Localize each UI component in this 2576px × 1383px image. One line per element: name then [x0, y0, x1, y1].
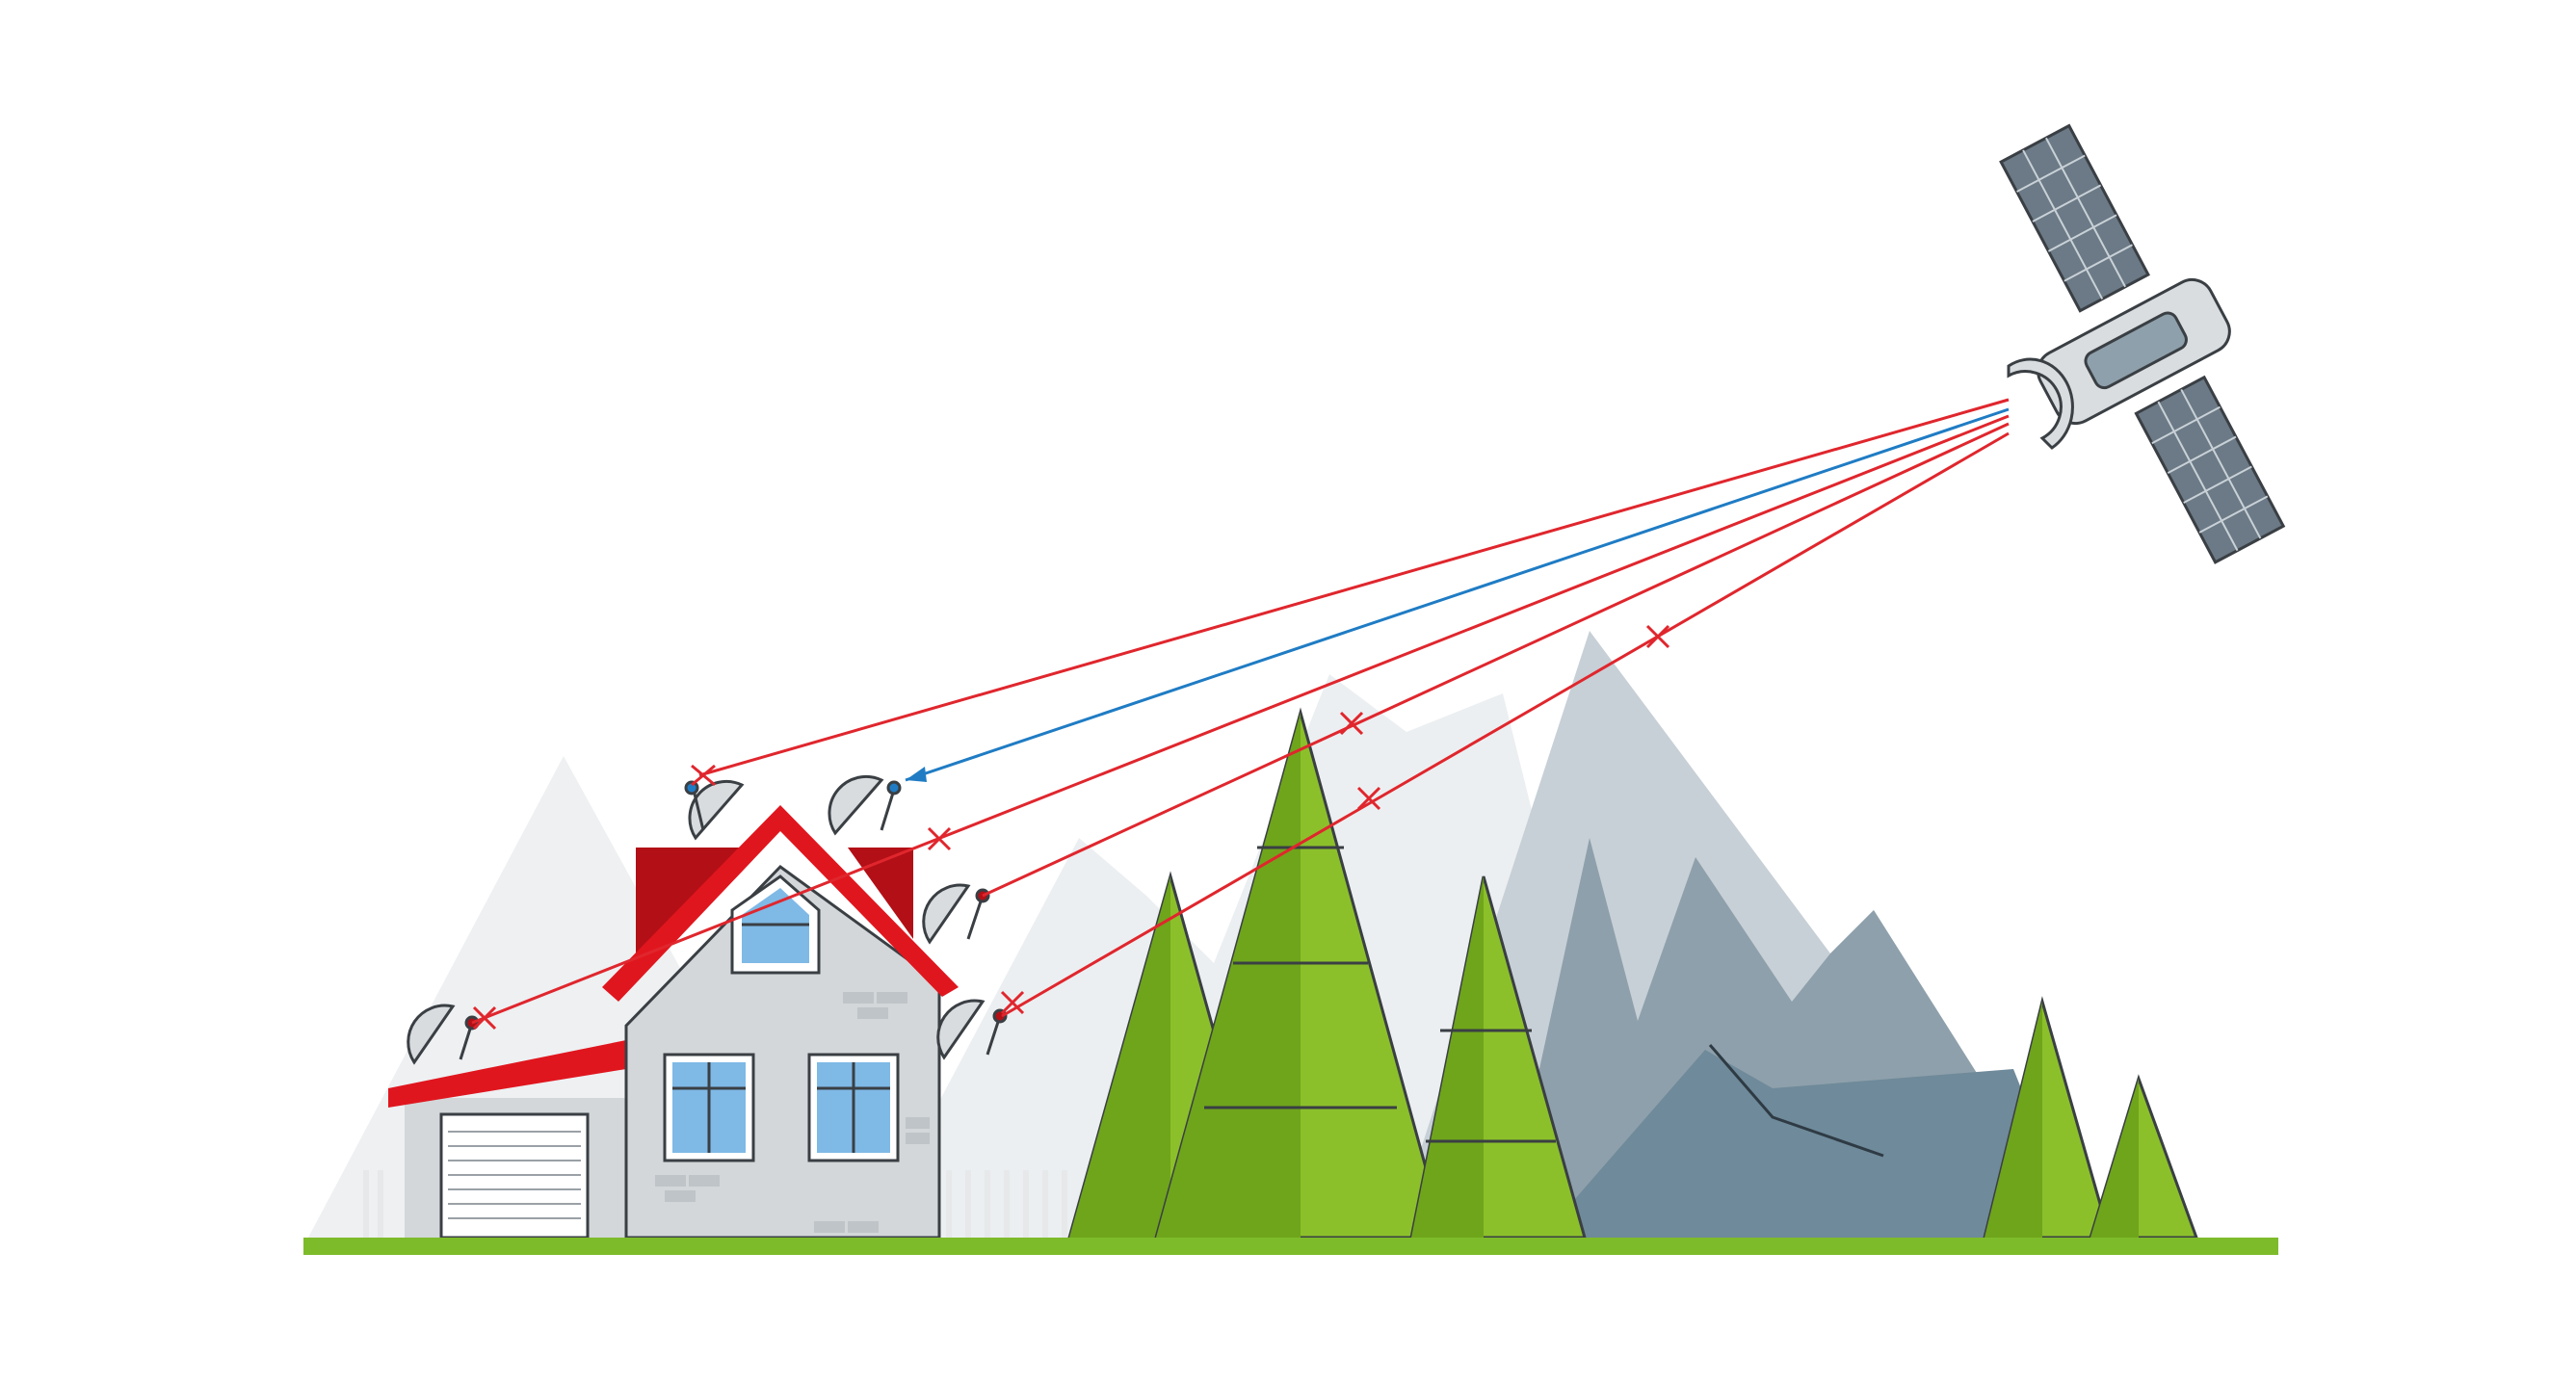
signal-lines [471, 398, 2010, 1031]
blocked-signal-2 [471, 414, 2010, 1025]
tree-far-right-1 [1983, 996, 2112, 1239]
ground [303, 1238, 2278, 1255]
dish-wall-upper [922, 883, 990, 945]
blocked-signal-4 [1001, 431, 2010, 1018]
solar-panel-top [1999, 123, 2150, 313]
satellite-body [2037, 277, 2231, 426]
solar-panel-bottom [2134, 375, 2286, 564]
window-right [807, 1053, 900, 1162]
clear-signal [905, 407, 2010, 782]
garage-roof [388, 1040, 626, 1108]
main-mountain [1392, 631, 2081, 1238]
tree-far-right-2 [2088, 1074, 2199, 1239]
satellite [1999, 123, 2286, 564]
clear-signal-arrowhead [906, 767, 927, 782]
satellite-dishes [407, 774, 1008, 1065]
dish-roof-left [684, 779, 745, 841]
dish-roof-right [828, 774, 902, 836]
satellite-dish [2007, 357, 2074, 450]
fence [363, 1170, 1067, 1238]
wall-bricks [655, 992, 930, 1233]
blocked-signal-3 [982, 422, 2010, 898]
roof-back-right [848, 848, 913, 939]
dish-wall-lower [936, 999, 1008, 1060]
house [602, 805, 959, 1239]
block-markers [472, 624, 1670, 1031]
tree-medium-right [1409, 875, 1587, 1239]
window-left [663, 1053, 755, 1162]
blocked-signal-1 [698, 398, 2010, 777]
mountain-dark-face [1541, 1050, 2081, 1238]
mountain-ridge-line [1708, 1044, 1884, 1158]
attic-window [730, 874, 821, 975]
